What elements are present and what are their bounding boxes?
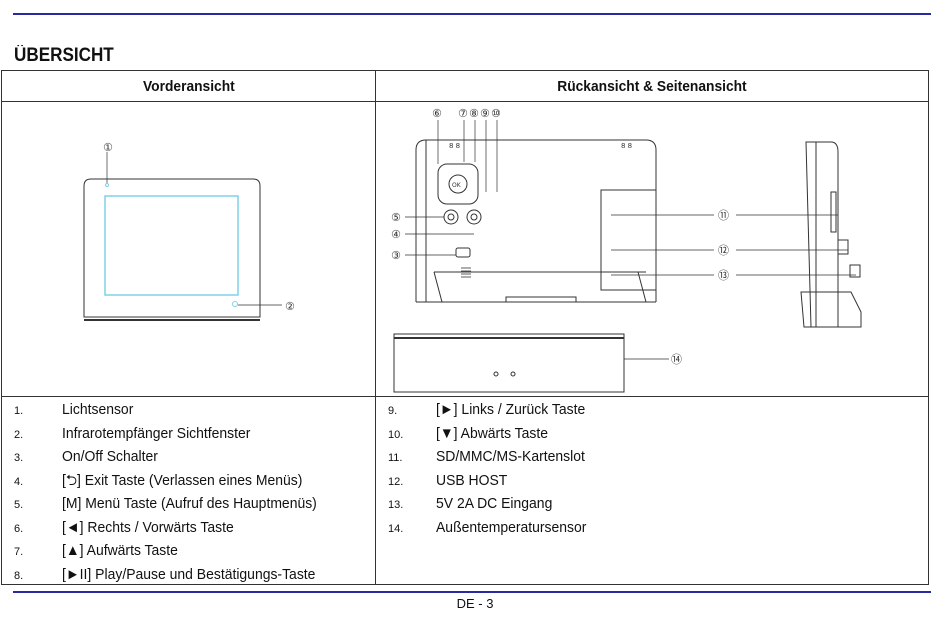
list-item: 4.[⮌] Exit Taste (Verlassen eines Menüs) <box>14 471 303 489</box>
list-item: 7.[▲] Aufwärts Taste <box>14 542 178 559</box>
callout-8: ⑧ <box>469 107 479 120</box>
legend-list-left: 1.Lichtsensor 2.Infrarotempfänger Sichtf… <box>14 398 369 586</box>
callout-3: ③ <box>391 249 401 262</box>
front-view-header: Vorderansicht <box>142 78 235 95</box>
list-item: 11.SD/MMC/MS-Kartenslot <box>388 448 585 465</box>
list-item: 3.On/Off Schalter <box>14 448 158 465</box>
callout-4: ④ <box>391 228 401 241</box>
list-item: 8.[►II] Play/Pause und Bestätigungs-Tast… <box>14 565 316 583</box>
callout-10: ⑩ <box>491 107 501 120</box>
callout-12: ⑫ <box>718 244 729 257</box>
list-item: 9.[►] Links / Zurück Taste <box>388 401 586 418</box>
list-item: 1.Lichtsensor <box>14 401 134 418</box>
page-title: ÜBERSICHT <box>14 45 114 66</box>
page-number: DE - 3 <box>456 596 494 611</box>
callout-6: ⑥ <box>432 107 442 120</box>
front-view-figure: ① ② <box>83 141 295 321</box>
list-item: 13.5V 2A DC Eingang <box>388 495 553 512</box>
list-item: 14.Außentemperatursensor <box>388 518 587 536</box>
back-side-view-figure: 8 8 8 8 OK <box>391 107 862 393</box>
svg-text:8 8: 8 8 <box>621 142 632 150</box>
list-item: 5.[M] Menü Taste (Aufruf des Hauptmenüs) <box>14 495 317 512</box>
column-divider <box>375 71 376 584</box>
overview-table: Vorderansicht Rückansicht & Seitenansich… <box>1 70 929 585</box>
top-rule <box>13 13 931 15</box>
callout-9: ⑨ <box>480 107 490 120</box>
callout-5: ⑤ <box>391 211 401 224</box>
callout-2: ② <box>285 300 295 313</box>
callout-1: ① <box>103 141 113 154</box>
list-item: 12.USB HOST <box>388 471 508 489</box>
legend-list-right: 9.[►] Links / Zurück Taste 10.[▼] Abwärt… <box>388 398 918 539</box>
callout-14: ⑭ <box>671 353 682 366</box>
callout-11: ⑪ <box>718 209 729 222</box>
back-side-view-header: Rückansicht & Seitenansicht <box>557 78 747 95</box>
callout-13: ⑬ <box>718 269 729 282</box>
list-item: 6.[◄] Rechts / Vorwärts Taste <box>14 518 234 536</box>
svg-text:8 8: 8 8 <box>449 142 460 150</box>
svg-text:OK: OK <box>452 182 462 189</box>
bottom-rule <box>13 591 931 593</box>
figure-divider <box>2 396 928 397</box>
list-item: 10.[▼] Abwärts Taste <box>388 424 549 442</box>
callout-7: ⑦ <box>458 107 468 120</box>
list-item: 2.Infrarotempfänger Sichtfenster <box>14 424 251 442</box>
header-divider <box>2 101 928 102</box>
